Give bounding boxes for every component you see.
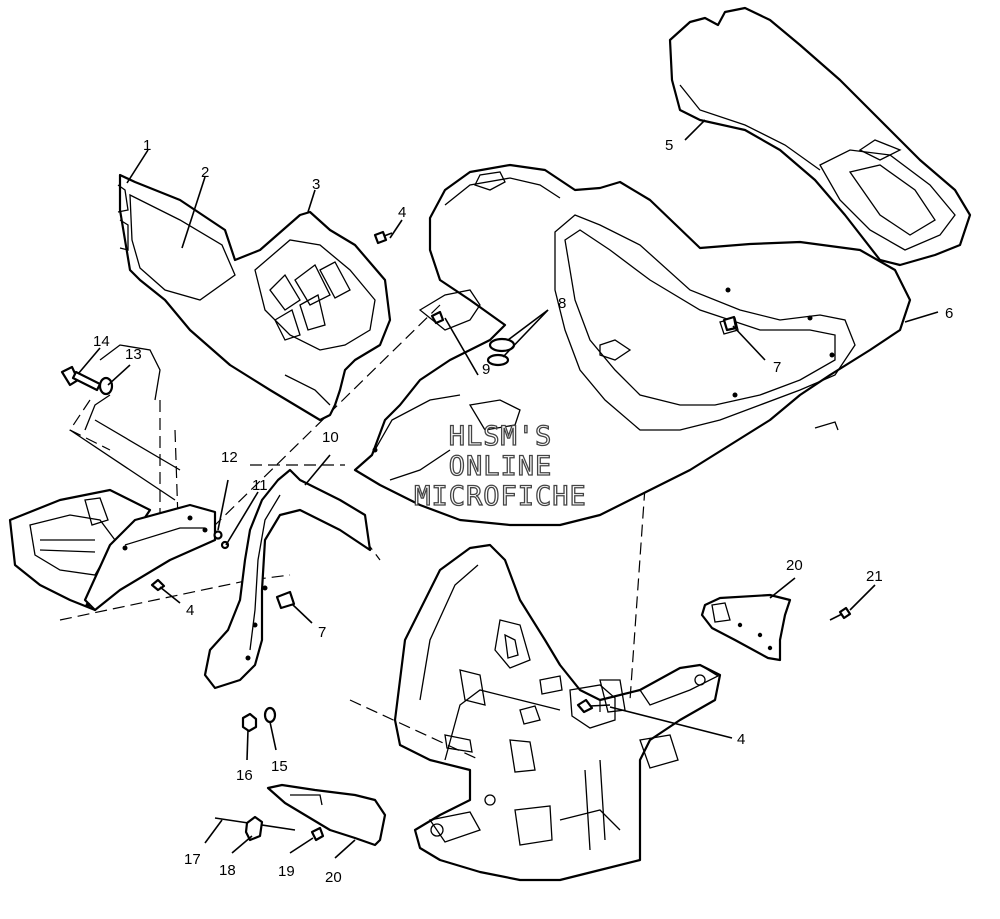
callout-20-bottom: 20 [325, 869, 342, 886]
fender-flare [203, 468, 372, 690]
callout-10: 10 [322, 429, 339, 446]
callout-1: 1 [143, 137, 151, 154]
callout-18: 18 [219, 862, 236, 879]
mud-guard-bracket [83, 503, 217, 612]
callout-4-frame: 4 [737, 731, 745, 748]
callout-4-top: 4 [398, 204, 406, 221]
rear-bracket-bottom [266, 783, 387, 847]
callout-9: 9 [482, 361, 490, 378]
callout-20-right: 20 [786, 557, 803, 574]
callout-7-left: 7 [318, 624, 326, 641]
callout-11: 11 [252, 477, 268, 494]
rear-bracket-right [700, 593, 792, 662]
callout-13: 13 [125, 346, 142, 363]
callout-15: 15 [271, 758, 288, 775]
callout-21: 21 [866, 568, 883, 585]
frame-assembly [393, 543, 722, 882]
front-side-panel [117, 173, 392, 422]
callout-5: 5 [665, 137, 673, 154]
rear-body [353, 163, 912, 527]
callout-14: 14 [93, 333, 110, 350]
callout-16: 16 [236, 767, 253, 784]
callout-4-left: 4 [186, 602, 194, 619]
callout-12: 12 [221, 449, 238, 466]
callout-2: 2 [201, 164, 209, 181]
leader-lines [77, 119, 939, 859]
callout-7-right: 7 [773, 359, 781, 376]
callout-6: 6 [945, 305, 953, 322]
callout-17: 17 [184, 851, 201, 868]
callout-3: 3 [312, 176, 320, 193]
callout-8: 8 [558, 295, 566, 312]
seat [668, 6, 972, 267]
callouts: 1 2 3 4 5 6 7 9 8 14 13 10 12 11 4 7 16 … [93, 137, 953, 886]
callout-19: 19 [278, 863, 295, 880]
hardware [60, 230, 852, 842]
